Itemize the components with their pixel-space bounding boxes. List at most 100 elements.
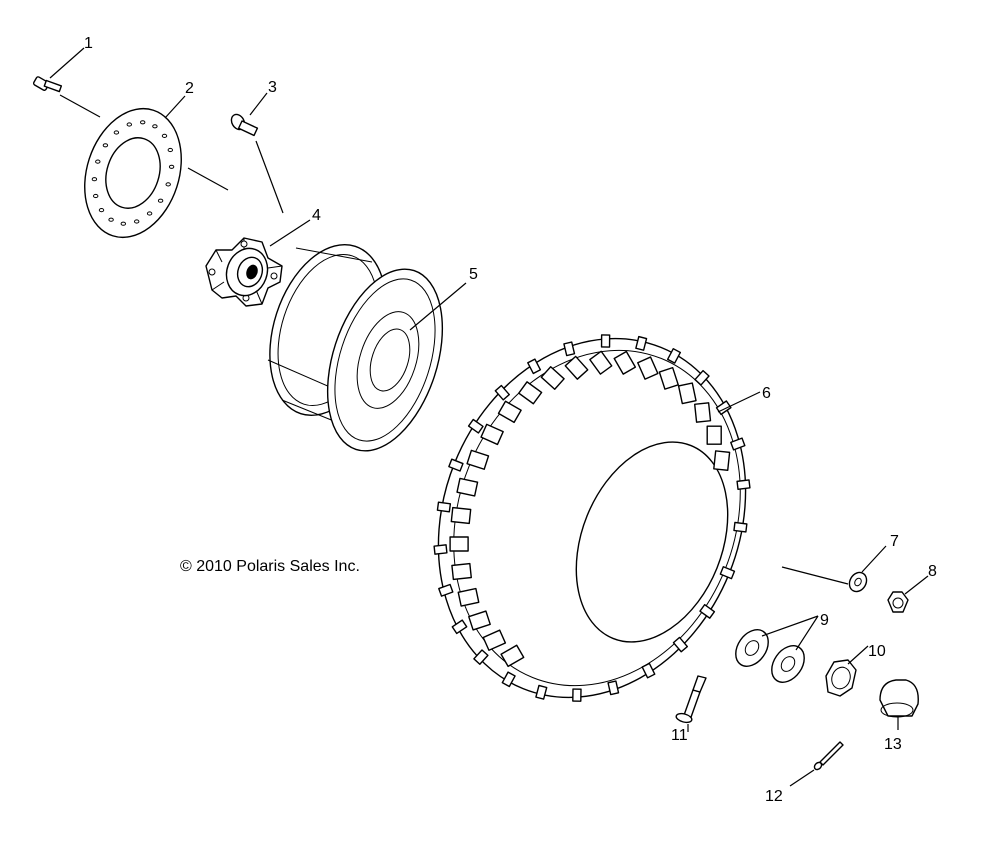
tire-lug [706,425,722,445]
part-washer-7 [848,571,868,593]
tire-lug [497,400,522,424]
disc-hole [113,130,120,135]
tire-lug [500,644,525,668]
callout-3: 3 [268,79,277,96]
callout-13: 13 [884,736,902,753]
tire-shoulder-lug [699,603,716,619]
extension-7 [781,566,849,585]
disc-hole [93,193,99,199]
tire-lug [713,450,731,471]
tire-lug [589,350,613,375]
tire-shoulder-lug [501,671,516,688]
leader-9b [795,615,819,651]
tire-shoulder-lug [433,544,448,555]
leader-4 [269,219,311,247]
tire-shoulder-lug [666,348,682,364]
callout-5: 5 [469,266,478,283]
tire-shoulder-lug [635,335,648,351]
callout-9: 9 [820,612,829,629]
tire-lug [457,587,480,607]
extension-2 [187,167,229,191]
tire-lug [564,355,589,380]
callout-10: 10 [868,643,886,660]
part-hub-4 [205,237,283,307]
tire-shoulder-lug [436,501,452,513]
tire-shoulder-lug [467,418,484,434]
disc-hole [98,208,105,213]
tire-lug [613,350,637,375]
disc-hole [120,221,127,226]
tire-lug [540,366,565,390]
leader-1 [49,47,85,79]
leader-2 [164,95,186,119]
tire-shoulder-lug [672,636,689,653]
tire-shoulder-lug [733,521,748,533]
part-brake-disc-2 [84,107,182,239]
tire-lug [466,449,490,470]
tire-lug [449,536,469,552]
tire-lug [468,610,491,631]
disc-hole [140,120,146,125]
part-wheel-rim-5 [267,243,444,452]
disc-hole [108,217,114,222]
extension-1 [59,94,101,118]
leader-7 [861,545,887,573]
disc-hole [95,159,101,164]
part-tire-6 [433,334,751,702]
tire-shoulder-lug [719,566,736,580]
tire-shoulder-lug [694,369,710,386]
part-washers-9 [735,629,805,683]
part-hub-cap-13 [879,679,919,718]
tire-shoulder-lug [600,334,611,348]
leader-3 [249,92,268,116]
disc-hole [161,133,168,138]
part-axle-nut-10 [825,659,857,697]
callout-8: 8 [928,563,937,580]
copyright-notice: © 2010 Polaris Sales Inc. [180,558,360,575]
tire-shoulder-lug [736,479,751,490]
callout-7: 7 [890,533,899,550]
tire-shoulder-lug [473,649,489,665]
leader-12 [789,769,815,787]
disc-hole [157,198,164,203]
tire-shoulder-lug [730,437,746,451]
tire-shoulder-lug [572,688,582,702]
part-bolt-3 [230,113,259,137]
callout-2: 2 [185,80,194,97]
disc-hole [134,219,140,224]
leader-10 [847,645,869,665]
disc-hole [165,182,171,187]
tire-shoulder-lug [535,684,548,700]
tire-lug [693,402,712,423]
tire-shoulder-lug [494,384,510,401]
tire-lug [451,562,472,581]
part-wheel-stud-11 [675,675,707,724]
tire-lug [456,477,479,497]
disc-hole [152,124,158,129]
tire-lug [482,629,507,651]
callout-4: 4 [312,207,321,224]
disc-hole [168,164,175,169]
tire-shoulder-lug [527,358,542,375]
tire-shoulder-lug [641,662,656,679]
part-cotter-pin-12 [813,741,844,771]
tire-lug [480,423,504,446]
tire-lug [677,382,697,405]
callout-6: 6 [762,385,771,402]
disc-hole [91,177,98,182]
callout-11: 11 [671,727,688,744]
callout-12: 12 [765,788,783,805]
tire-lug [658,366,679,390]
tire-shoulder-lug [563,341,576,357]
part-nut-8 [887,591,909,613]
tire-shoulder-lug [448,458,464,472]
part-bolt-1 [32,76,63,93]
extension-3 [255,140,284,214]
leader-5 [409,282,467,331]
tire-lug [637,356,659,380]
disc-hole [167,147,174,153]
tire-shoulder-lug [451,619,468,635]
disc-hole [126,122,133,127]
leader-6 [717,391,761,413]
